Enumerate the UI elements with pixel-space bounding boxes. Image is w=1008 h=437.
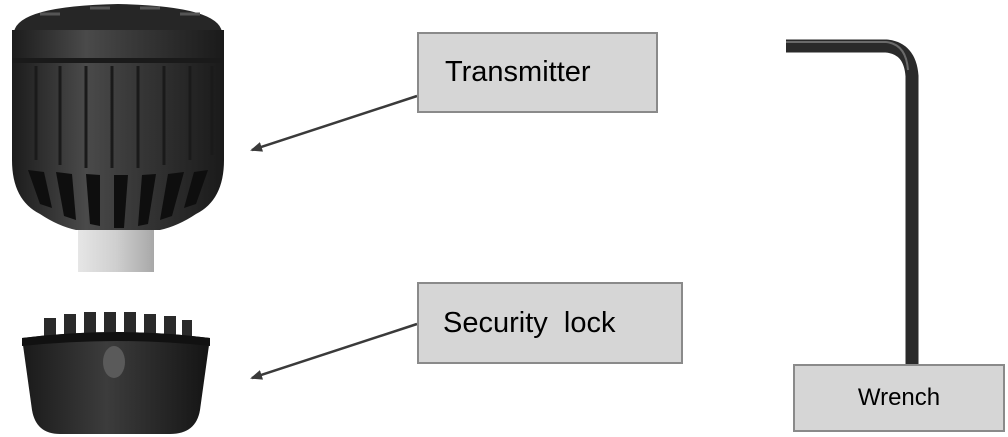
transmitter-arrow	[250, 94, 418, 152]
transmitter-image	[12, 4, 224, 272]
transmitter-label-text: Transmitter	[445, 56, 591, 88]
transmitter-label: Transmitter	[417, 32, 658, 113]
security-lock-label: Security lock	[417, 282, 683, 364]
security-lock-image	[22, 312, 210, 434]
wrench-label: Wrench	[793, 364, 1005, 432]
wrench-label-text: Wrench	[857, 384, 941, 411]
wrench-image	[786, 39, 919, 366]
security-lock-arrow	[250, 322, 418, 380]
security-lock-label-text: Security lock	[443, 306, 616, 339]
